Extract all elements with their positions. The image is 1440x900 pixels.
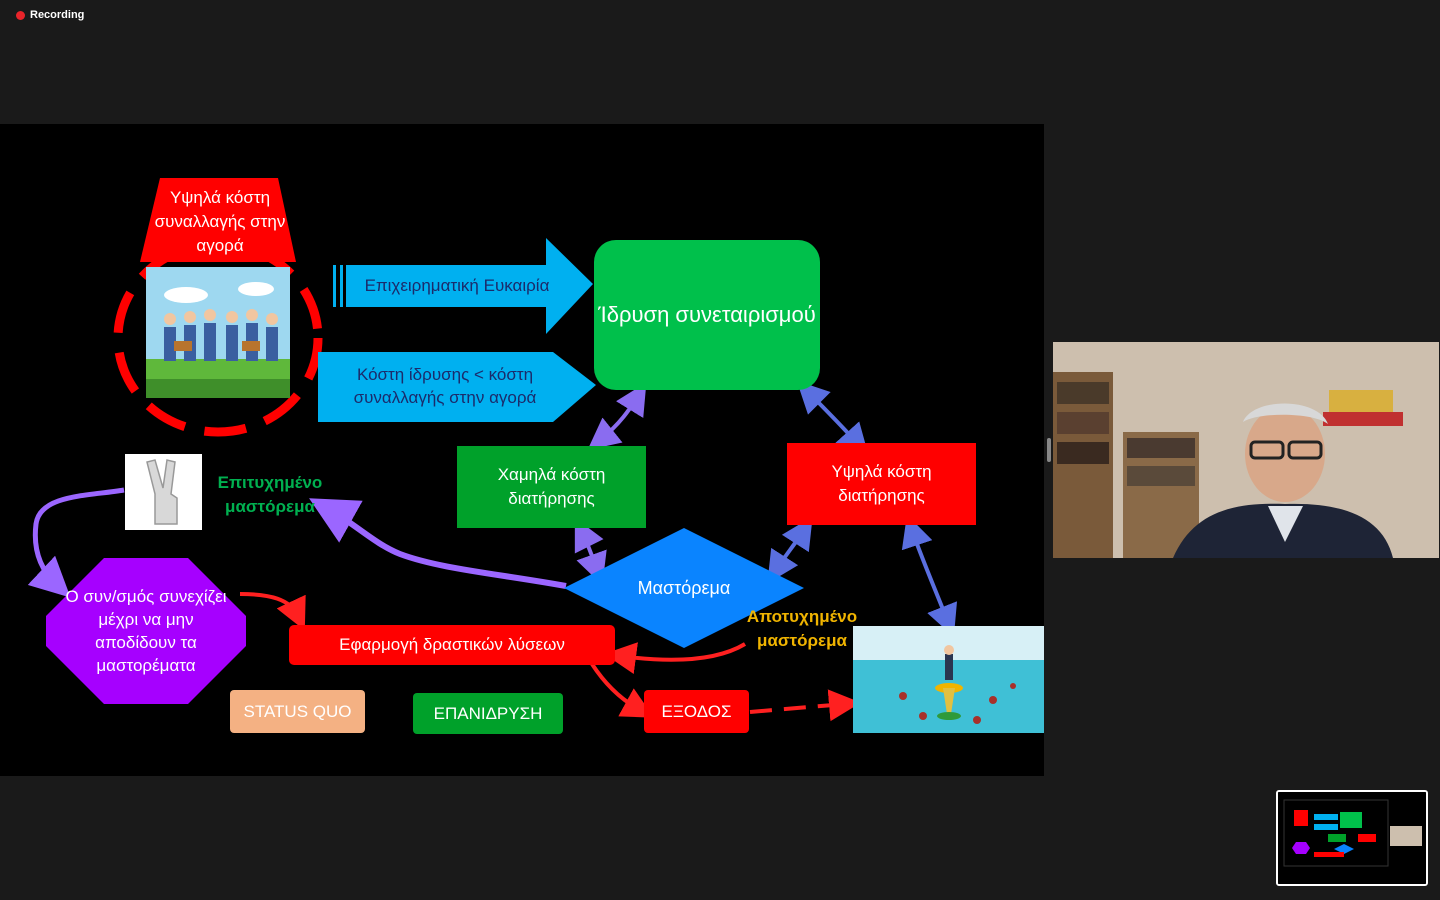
farmers-image — [146, 267, 290, 398]
high-maintenance-costs-box: Υψηλά κόστη διατήρησης — [787, 443, 976, 525]
failed-tinkering-label: Αποτυχημένο μαστόρεμα — [746, 607, 858, 650]
tinkering-diamond-label: Μαστόρεμα — [637, 577, 731, 598]
trapezoid-shape — [140, 178, 296, 262]
low-maintenance-costs-box: Χαμηλά κόστη διατήρησης — [457, 446, 646, 528]
slide-connectors — [27, 178, 958, 722]
cooperative-continues-label: Ο συν/σμός συνεχίζει μέχρι να μην αποδίδ… — [65, 587, 227, 675]
recording-label: Recording — [30, 9, 85, 21]
opportunity-arrow-shape — [333, 238, 593, 334]
shared-slide: Υψηλά κόστη συναλλαγής στην αγορά Επιχει… — [0, 124, 1044, 776]
record-dot-icon — [16, 10, 25, 20]
high-transaction-costs-label: Υψηλά κόστη συναλλαγής στην αγορά — [154, 188, 286, 255]
refounding-box: ΕΠΑΝΙΔΡΥΣΗ — [413, 693, 563, 734]
octagon-shape — [46, 558, 246, 704]
founding-cooperative-box: Ίδρυση συνεταιρισμού — [594, 240, 820, 390]
status-quo-box: STATUS QUO — [230, 690, 365, 733]
exit-box: ΕΞΟΔΟΣ — [644, 690, 749, 733]
drastic-solutions-box: Εφαρμογή δραστικών λύσεων — [289, 625, 615, 665]
lost-at-sea-image — [853, 626, 1044, 733]
costs-arrow-shape — [318, 352, 596, 422]
meeting-thumbnail[interactable] — [1276, 790, 1428, 886]
successful-tinkering-label: Επιτυχημένο μαστόρεμα — [217, 473, 323, 516]
recording-indicator: Recording — [16, 9, 84, 21]
victory-hand-image — [125, 454, 202, 530]
diamond-shape — [564, 528, 804, 648]
speaker-video — [1053, 342, 1439, 558]
panel-resize-handle[interactable] — [1047, 438, 1051, 462]
costs-arrow-label: Κόστη ίδρυσης < κόστη συναλλαγής στην αγ… — [353, 365, 537, 407]
opportunity-arrow-label: Επιχειρηματική Ευκαιρία — [364, 276, 550, 295]
